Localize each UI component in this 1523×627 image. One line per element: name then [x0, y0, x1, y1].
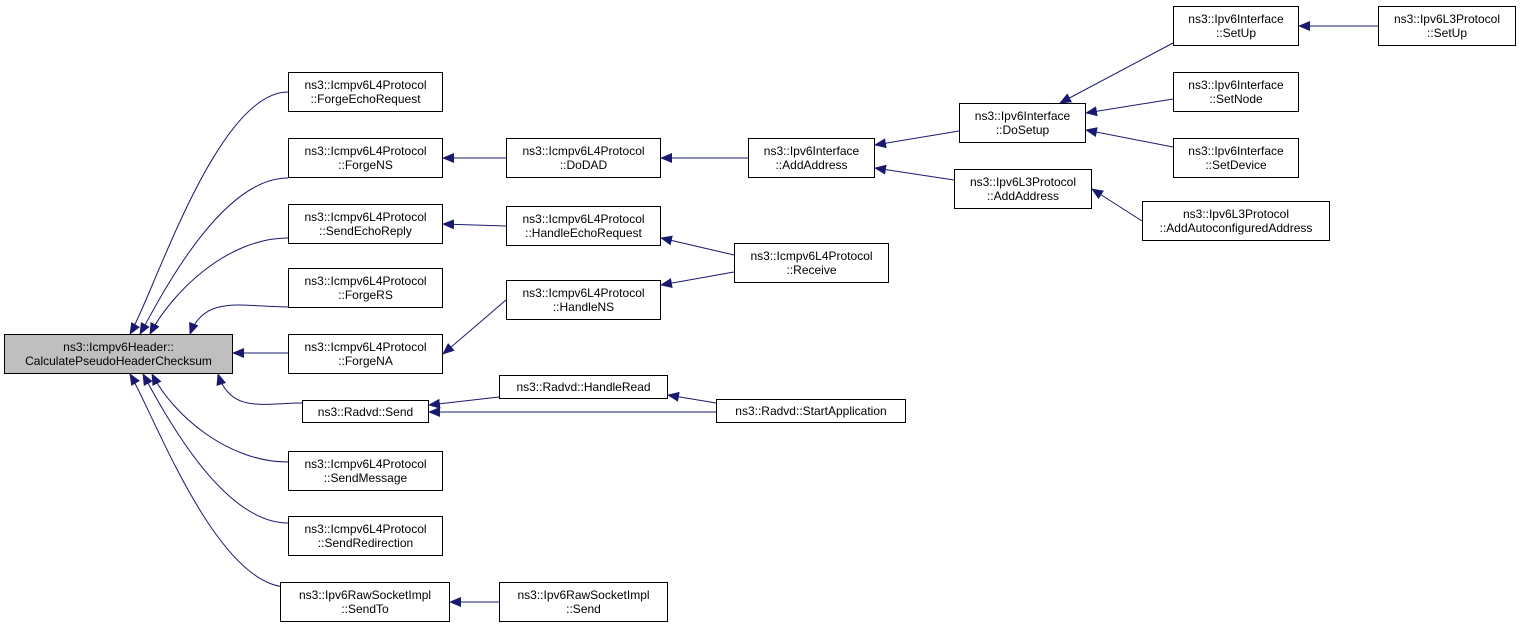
- node-label-line: CalculatePseudoHeaderChecksum: [25, 354, 212, 368]
- node-label-line: ns3::Icmpv6L4Protocol: [750, 249, 873, 263]
- node-label-line: ns3::Icmpv6L4Protocol: [522, 144, 645, 158]
- node-label-line: ::AddAddress: [986, 189, 1060, 203]
- edge-n20-to-n18: [1059, 42, 1174, 104]
- edge-n13-to-n6: [428, 396, 500, 409]
- edge-n3-to-root: [149, 237, 289, 335]
- graph-node-n19[interactable]: ns3::Ipv6L3Protocol::AddAddress: [954, 169, 1092, 209]
- graph-node-n2[interactable]: ns3::Icmpv6L4Protocol::ForgeNS: [288, 138, 443, 178]
- graph-node-n14[interactable]: ns3::Ipv6RawSocketImpl::Send: [499, 582, 668, 622]
- graph-node-n3[interactable]: ns3::Icmpv6L4Protocol::SendEchoReply: [288, 204, 443, 244]
- node-label-line: ::HandleNS: [552, 300, 615, 314]
- node-label-line: ns3::Icmpv6L4Protocol: [304, 78, 427, 92]
- node-label-line: ns3::Icmpv6L4Protocol: [304, 144, 427, 158]
- node-label-line: ns3::Icmpv6L4Protocol: [304, 210, 427, 224]
- node-label-line: ns3::Ipv6L3Protocol: [1393, 12, 1501, 26]
- node-label-line: ::SendTo: [341, 602, 389, 616]
- node-label-line: ::ForgeEchoRequest: [310, 92, 421, 106]
- node-label-line: ::DoDAD: [559, 158, 608, 172]
- node-label-line: ns3::Icmpv6L4Protocol: [304, 340, 427, 354]
- node-label-line: ns3::Icmpv6L4Protocol: [304, 522, 427, 536]
- node-label-line: ns3::Icmpv6L4Protocol: [304, 274, 427, 288]
- graph-node-n4[interactable]: ns3::Icmpv6L4Protocol::ForgeRS: [288, 268, 443, 308]
- edge-n22-to-n18: [1085, 127, 1174, 148]
- node-label-line: ns3::Icmpv6Header::: [63, 340, 174, 354]
- node-label-line: ns3::Ipv6Interface: [763, 144, 860, 158]
- edge-n18-to-n15: [874, 130, 960, 149]
- node-label-line: ns3::Ipv6RawSocketImpl: [517, 588, 650, 602]
- node-label-line: ns3::Ipv6Interface: [974, 109, 1071, 123]
- node-label-line: ::Send: [566, 602, 601, 616]
- node-label-line: ::DoSetup: [995, 123, 1050, 137]
- graph-node-n13[interactable]: ns3::Radvd::HandleRead: [499, 375, 668, 399]
- node-label-line: ::SendRedirection: [317, 536, 414, 550]
- graph-node-n11[interactable]: ns3::Icmpv6L4Protocol::HandleEchoRequest: [506, 206, 661, 246]
- node-label-line: ::SetUp: [1426, 26, 1468, 40]
- graph-node-n6[interactable]: ns3::Radvd::Send: [302, 400, 429, 423]
- edge-n16-to-n12: [660, 271, 735, 288]
- edge-n9-to-root: [129, 373, 289, 588]
- node-label-line: ns3::Ipv6RawSocketImpl: [298, 588, 432, 602]
- graph-node-n12[interactable]: ns3::Icmpv6L4Protocol::HandleNS: [506, 280, 661, 320]
- edge-n11-to-n3: [442, 219, 507, 230]
- node-label-line: ns3::Icmpv6L4Protocol: [522, 212, 645, 226]
- edge-n21-to-n18: [1085, 98, 1174, 117]
- node-label-line: ::SetUp: [1215, 26, 1257, 40]
- edge-n23-to-n19: [1091, 188, 1143, 222]
- node-label-line: ::SetNode: [1209, 92, 1263, 106]
- node-label-line: ns3::Radvd::StartApplication: [735, 404, 887, 418]
- graph-node-n15[interactable]: ns3::Ipv6Interface::AddAddress: [748, 138, 875, 178]
- node-label-line: ::HandleEchoRequest: [525, 226, 642, 240]
- node-label-line: ::Receive: [786, 263, 837, 277]
- graph-node-n9[interactable]: ns3::Ipv6RawSocketImpl::SendTo: [280, 582, 450, 622]
- node-label-line: ns3::Radvd::HandleRead: [516, 380, 651, 394]
- edge-n1-to-root: [129, 91, 289, 335]
- node-label-line: ns3::Radvd::Send: [317, 404, 414, 419]
- edge-n16-to-n11: [660, 235, 735, 256]
- node-label-line: ns3::Icmpv6L4Protocol: [522, 286, 645, 300]
- graph-node-n10[interactable]: ns3::Icmpv6L4Protocol::DoDAD: [506, 138, 661, 178]
- node-label-line: ::SendEchoReply: [319, 224, 412, 238]
- graph-node-n1[interactable]: ns3::Icmpv6L4Protocol::ForgeEchoRequest: [288, 72, 443, 112]
- graph-node-n23[interactable]: ns3::Ipv6L3Protocol::AddAutoconfiguredAd…: [1142, 201, 1330, 241]
- node-label-line: ns3::Icmpv6L4Protocol: [304, 457, 427, 471]
- graph-node-n18[interactable]: ns3::Ipv6Interface::DoSetup: [959, 103, 1086, 143]
- node-label-line: ns3::Ipv6L3Protocol: [1182, 207, 1290, 221]
- edge-n6-to-root: [216, 373, 303, 405]
- node-label-line: ::ForgeRS: [338, 288, 393, 302]
- node-label-line: ::AddAutoconfiguredAddress: [1159, 221, 1313, 235]
- graph-node-n22[interactable]: ns3::Ipv6Interface::SetDevice: [1173, 138, 1299, 178]
- edge-n19-to-n15: [874, 164, 955, 181]
- node-label-line: ns3::Ipv6Interface: [1188, 12, 1284, 26]
- node-label-line: ns3::Ipv6L3Protocol: [969, 175, 1077, 189]
- edge-n2-to-root: [139, 177, 289, 335]
- graph-node-n5[interactable]: ns3::Icmpv6L4Protocol::ForgeNA: [288, 334, 443, 374]
- edge-n17-to-n13: [667, 391, 717, 404]
- edge-n7-to-root: [151, 373, 289, 463]
- graph-node-n16[interactable]: ns3::Icmpv6L4Protocol::Receive: [734, 243, 889, 283]
- graph-node-n7[interactable]: ns3::Icmpv6L4Protocol::SendMessage: [288, 451, 443, 491]
- node-label-line: ns3::Ipv6Interface: [1188, 144, 1284, 158]
- node-label-line: ::SendMessage: [323, 471, 408, 485]
- node-label-line: ns3::Ipv6Interface: [1188, 78, 1284, 92]
- node-label-line: ::ForgeNS: [338, 158, 393, 172]
- graph-node-n17[interactable]: ns3::Radvd::StartApplication: [716, 399, 906, 423]
- graph-node-n8[interactable]: ns3::Icmpv6L4Protocol::SendRedirection: [288, 516, 443, 556]
- graph-node-n20[interactable]: ns3::Ipv6Interface::SetUp: [1173, 6, 1299, 46]
- graph-node-n21[interactable]: ns3::Ipv6Interface::SetNode: [1173, 72, 1299, 112]
- root-node: ns3::Icmpv6Header::CalculatePseudoHeader…: [4, 334, 233, 374]
- node-label-line: ::ForgeNA: [338, 354, 393, 368]
- edge-n12-to-n5: [442, 299, 507, 355]
- graph-node-n24[interactable]: ns3::Ipv6L3Protocol::SetUp: [1378, 6, 1516, 46]
- edge-n8-to-root: [142, 373, 289, 524]
- edge-n4-to-root: [189, 304, 289, 335]
- node-label-line: ::SetDevice: [1205, 158, 1267, 172]
- node-label-line: ::AddAddress: [775, 158, 848, 172]
